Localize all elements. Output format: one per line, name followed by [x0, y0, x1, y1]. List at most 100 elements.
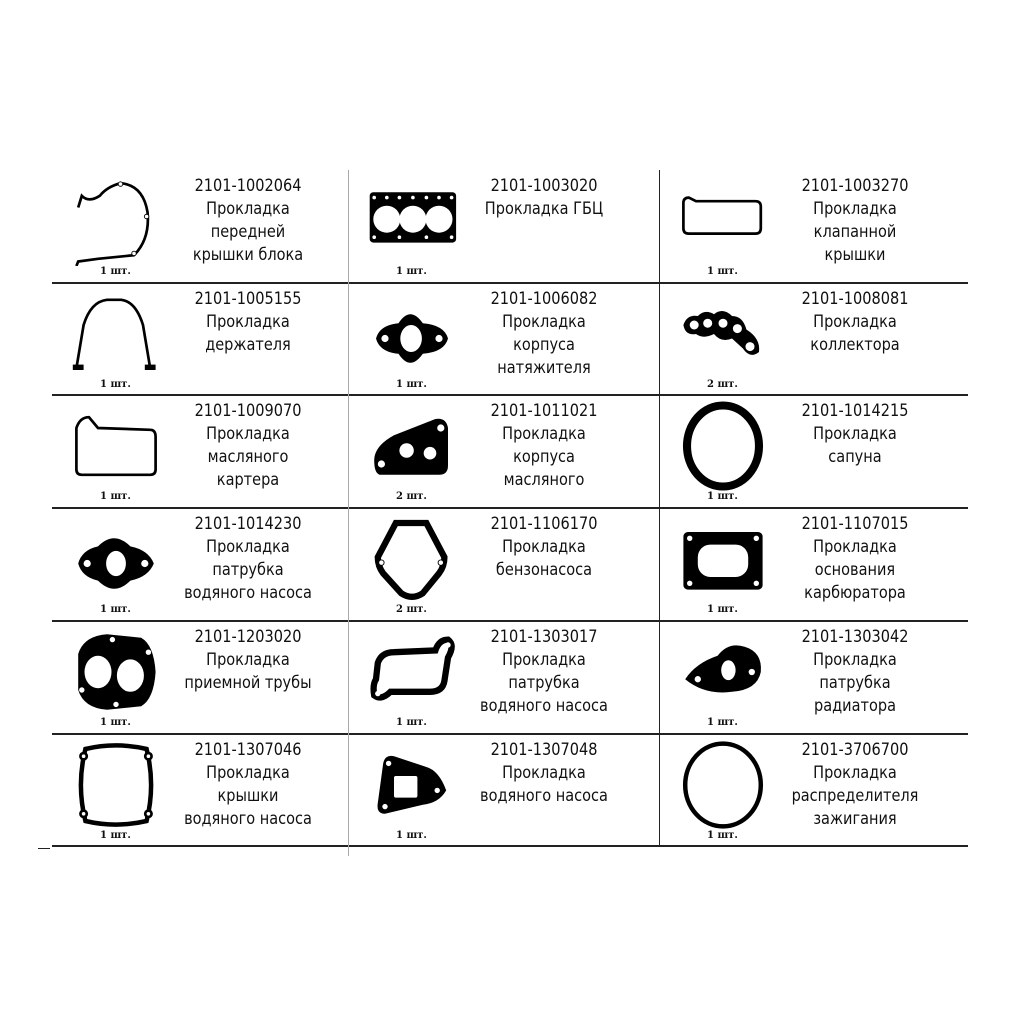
part-name-line: основания	[814, 560, 896, 580]
radiator-pipe-gasket-icon	[673, 627, 773, 717]
quantity-label: 1 шт.	[707, 604, 738, 616]
exhaust-pipe-gasket-icon	[66, 627, 166, 717]
part-name-line: водяного насоса	[480, 785, 608, 805]
part-name-line: Прокладка	[813, 649, 897, 669]
part-number: 2101-1008081	[801, 288, 909, 308]
part-name-line: патрубка	[212, 560, 284, 580]
oil-pan-gasket-icon	[66, 401, 166, 491]
part-name-line: водяного насоса	[184, 808, 312, 828]
part-name-line: крышки	[824, 245, 886, 264]
part-name-line: Прокладка	[502, 424, 586, 444]
quantity-label: 1 шт.	[100, 716, 131, 728]
part-number: 2101-1303017	[490, 626, 598, 646]
part-name-line: Прокладка	[502, 311, 586, 331]
part-name-line: клапанной	[813, 222, 897, 241]
part-number: 2101-1014215	[801, 401, 909, 421]
quantity-label: 2 шт.	[396, 604, 427, 616]
quantity-label: 1 шт.	[100, 378, 131, 390]
carburetor-base-gasket-icon	[673, 514, 773, 604]
part-name-line: Прокладка	[502, 649, 586, 669]
part-name-line: корпуса	[513, 447, 575, 467]
column-divider	[348, 170, 349, 856]
row-divider	[52, 619, 968, 622]
part-number: 2101-1003020	[490, 176, 598, 195]
holder-gasket-icon	[66, 289, 166, 379]
quantity-label: 1 шт.	[100, 266, 131, 277]
part-number: 2101-1307046	[194, 739, 302, 759]
row-divider	[52, 281, 968, 284]
row-divider	[52, 845, 968, 848]
quantity-label: 2 шт.	[396, 491, 427, 503]
part-number: 2101-1014230	[194, 514, 302, 534]
part-name-line: Прокладка	[813, 199, 897, 218]
part-name-line: Прокладка	[206, 311, 290, 331]
part-name-line: Прокладка	[206, 649, 290, 669]
part-name-line: патрубка	[508, 672, 580, 692]
part-name-line: Прокладка	[813, 311, 897, 331]
breather-ring-gasket-icon	[673, 401, 773, 491]
row-divider	[52, 507, 968, 510]
part-name-line: масляного	[207, 447, 289, 467]
pump-cover-gasket-icon	[66, 740, 166, 830]
part-name-line: Прокладка	[206, 199, 290, 218]
part-number: 2101-1107015	[801, 514, 909, 534]
quantity-label: 1 шт.	[707, 266, 738, 277]
part-name-line: Прокладка	[206, 424, 290, 444]
quantity-label: 1 шт.	[100, 604, 131, 616]
part-number: 2101-1303042	[801, 626, 909, 646]
part-name-line: корпуса	[513, 334, 575, 354]
part-name-line: карбюратора	[804, 583, 906, 603]
part-name-line: Прокладка	[206, 762, 290, 782]
part-name-line: приемной трубы	[184, 672, 312, 692]
part-number: 2101-1106170	[490, 514, 598, 534]
part-number: 2101-1002064	[194, 176, 302, 195]
part-number: 2101-1307048	[490, 739, 598, 759]
water-pipe-gasket-icon	[362, 627, 462, 717]
part-name-line: коллектора	[810, 334, 900, 354]
quantity-label: 1 шт.	[396, 716, 427, 728]
part-name-line: Прокладка	[813, 424, 897, 444]
margin-mark	[38, 848, 50, 849]
part-name-line: Прокладка	[206, 537, 290, 557]
part-name-line: сапуна	[828, 447, 882, 467]
cylinder-head-gasket-icon	[362, 176, 462, 266]
part-name-line: натяжителя	[497, 357, 591, 377]
part-name-line: Прокладка	[813, 762, 897, 782]
quantity-label: 1 шт.	[707, 491, 738, 503]
part-number: 2101-1011021	[490, 401, 598, 421]
part-name-line: распределителя	[791, 785, 919, 805]
row-divider	[52, 394, 968, 397]
quantity-label: 1 шт.	[396, 829, 427, 841]
quantity-label: 2 шт.	[707, 378, 738, 390]
part-name-line: бензонасоса	[495, 560, 593, 580]
column-divider	[659, 170, 660, 846]
oil-housing-gasket-icon	[362, 401, 462, 491]
part-name-line: картера	[216, 470, 280, 490]
quantity-label: 1 шт.	[396, 378, 427, 390]
